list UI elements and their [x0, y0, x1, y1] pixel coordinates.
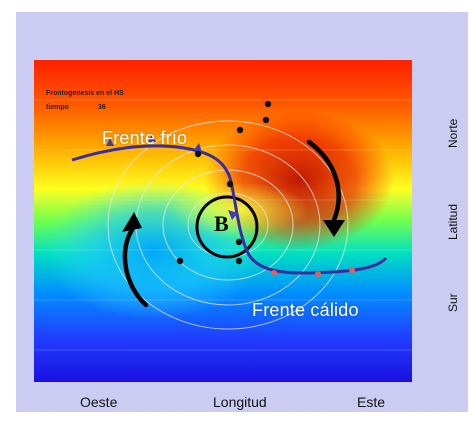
- low-pressure-circle: [195, 195, 259, 259]
- small-time-value: 36: [98, 104, 106, 111]
- circulation-arrows: [122, 139, 341, 308]
- x-axis-center-label: Longitud: [213, 394, 267, 410]
- warm-front-label: Frente cálido: [252, 300, 359, 320]
- y-axis-bottom-label: Sur: [446, 293, 460, 312]
- low-pressure-label: B: [214, 211, 229, 236]
- cold-front-label: Frente frío: [102, 128, 188, 148]
- small-time-label: tiempo: [46, 104, 69, 111]
- small-title: Frontogenesis en el HS: [46, 90, 124, 97]
- x-axis-right-label: Este: [357, 394, 386, 410]
- arrow-heads: [122, 212, 345, 237]
- temperature-field-svg: [34, 60, 412, 382]
- front-line: [71, 144, 388, 275]
- x-axis-left-label: Oeste: [80, 394, 118, 410]
- cold-front-markers: [106, 134, 238, 220]
- observation-dots: [176, 100, 272, 265]
- gridlines: [34, 99, 412, 351]
- y-axis-center-label: Latitud: [446, 203, 460, 240]
- y-axis-top-label: Norte: [446, 118, 460, 148]
- yellow-band: [169, 182, 309, 238]
- temperature-field-plot: Frontogenesis en el HS tiempo 36 Frente …: [34, 60, 412, 382]
- warm-front-markers: [271, 267, 355, 277]
